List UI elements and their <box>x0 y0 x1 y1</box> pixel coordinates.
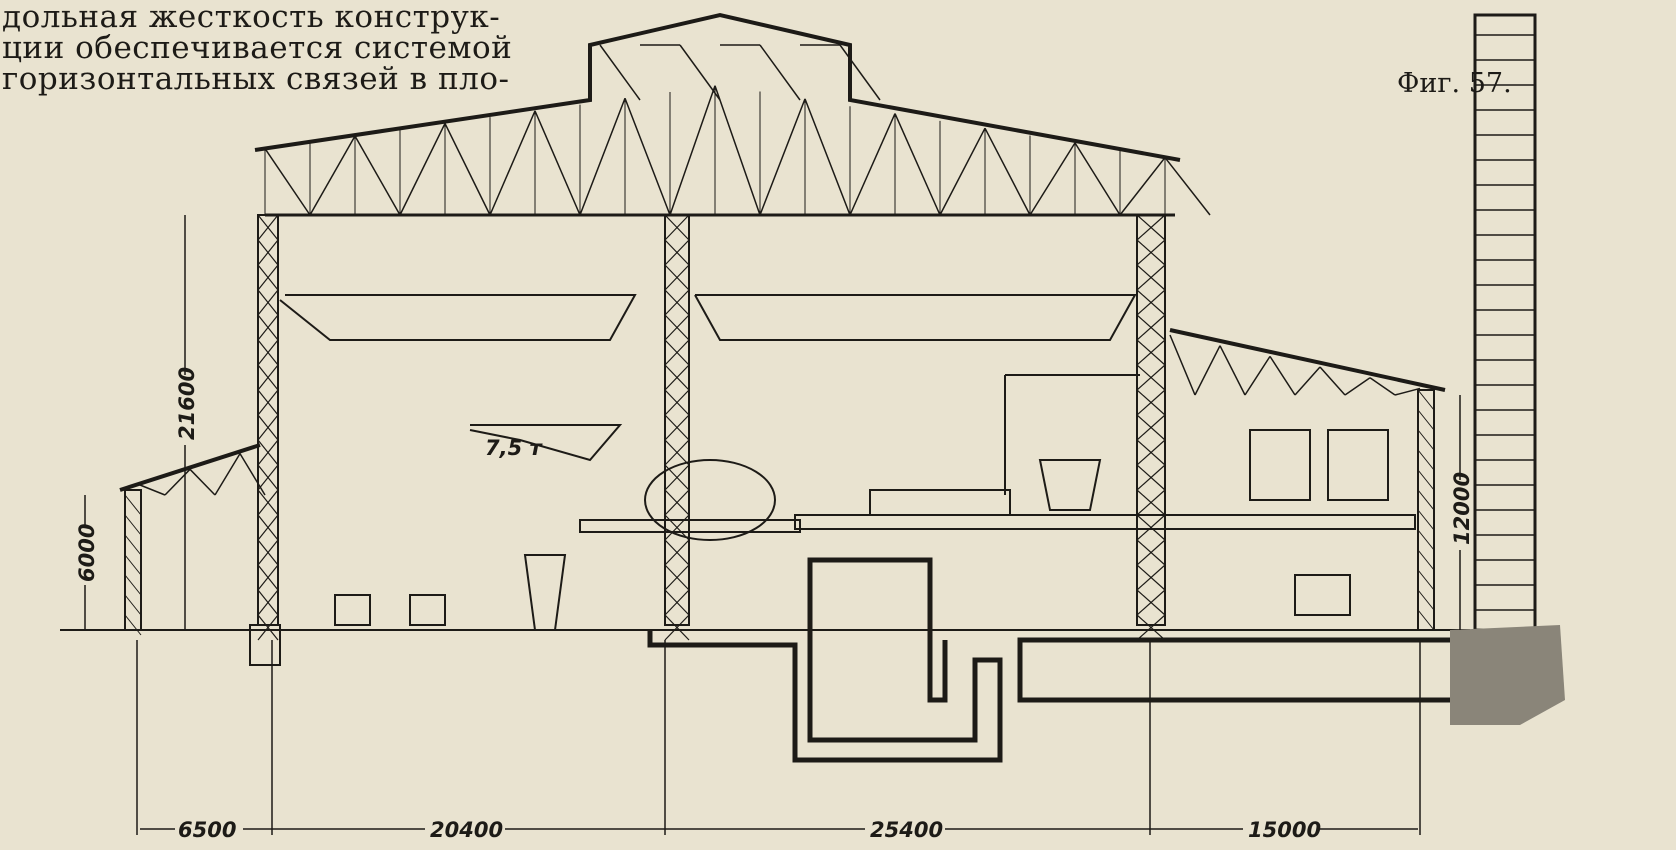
text-line: ции обеспечивается системой <box>2 30 513 66</box>
height-21600: 21600 <box>175 367 199 440</box>
height-6000: 6000 <box>75 524 99 582</box>
crane-load-label: 7,5 т <box>485 436 544 460</box>
dimension-20400: 20400 <box>430 818 503 842</box>
body-text: дольная жесткость конструк- ции обеспечи… <box>2 2 554 95</box>
columns <box>124 214 1435 631</box>
chimney-rungs <box>1475 34 1535 611</box>
dimension-15000: 15000 <box>1248 818 1321 842</box>
text-line: дольная жесткость конструк- <box>2 0 501 35</box>
dimension-6500: 6500 <box>178 818 236 842</box>
roof-trusses <box>139 44 1421 496</box>
height-12000: 12000 <box>1450 472 1474 545</box>
column-lattice <box>124 214 1435 641</box>
text-line: горизонтальных связей в пло- <box>2 61 510 97</box>
figure-caption: Фиг. 57. <box>1397 68 1512 99</box>
dimension-25400: 25400 <box>870 818 943 842</box>
